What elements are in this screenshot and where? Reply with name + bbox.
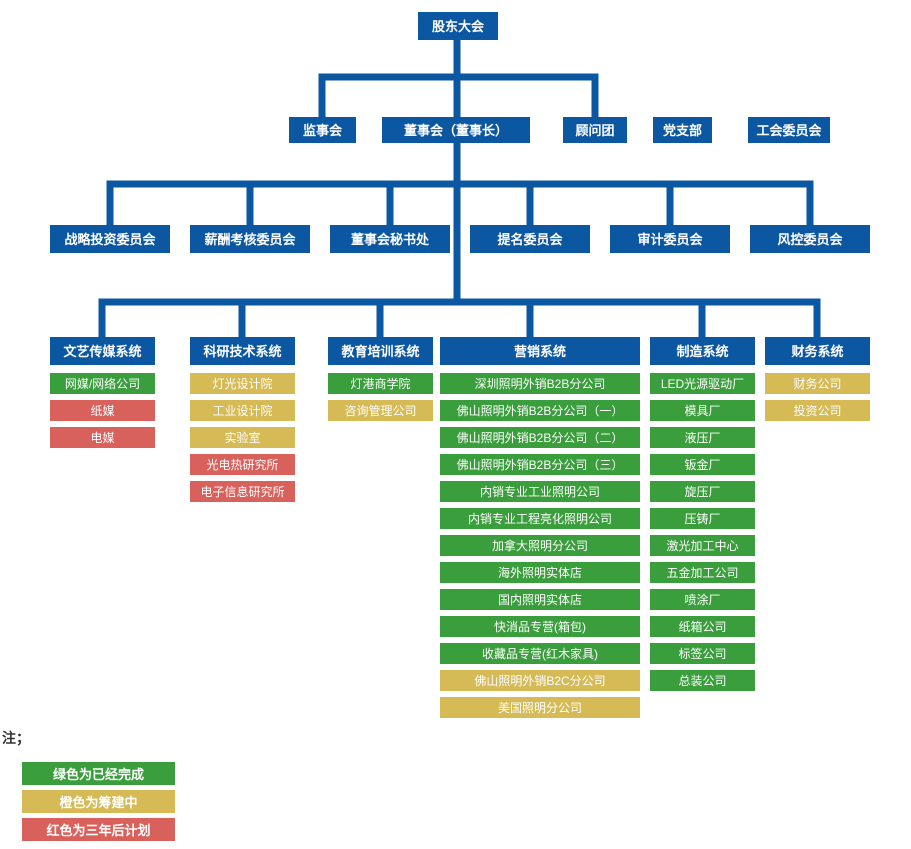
org-node: 网媒/网络公司 xyxy=(50,373,155,394)
root-node: 股东大会 xyxy=(418,12,498,40)
connector-bar-3 xyxy=(98,298,821,337)
committee-node: 风控委员会 xyxy=(750,225,870,253)
committee-node: 薪酬考核委员会 xyxy=(190,225,310,253)
legend-item-orange: 橙色为筹建中 xyxy=(22,790,175,813)
org-node: 标签公司 xyxy=(650,643,755,664)
org-node: 液压厂 xyxy=(650,427,755,448)
org-node: 佛山照明外销B2C分公司 xyxy=(440,670,640,691)
org-node: 工业设计院 xyxy=(190,400,295,421)
system-header: 文艺传媒系统 xyxy=(50,337,155,365)
org-node: 压铸厂 xyxy=(650,508,755,529)
level2-node: 工会委员会 xyxy=(748,117,830,143)
legend-item-green: 绿色为已经完成 xyxy=(22,762,175,785)
org-node: 咨询管理公司 xyxy=(328,400,433,421)
org-node: 模具厂 xyxy=(650,400,755,421)
org-node: 内销专业工程亮化照明公司 xyxy=(440,508,640,529)
org-node: 电媒 xyxy=(50,427,155,448)
committee-node: 董事会秘书处 xyxy=(330,225,450,253)
level2-node: 顾问团 xyxy=(563,117,627,143)
system-header: 营销系统 xyxy=(440,337,640,365)
connector-bar-2 xyxy=(106,180,814,225)
level2-node: 董事会（董事长） xyxy=(382,117,530,143)
org-node: 财务公司 xyxy=(765,373,870,394)
org-node: 灯光设计院 xyxy=(190,373,295,394)
org-node: 佛山照明外销B2B分公司（三） xyxy=(440,454,640,475)
org-node: 快消品专营(箱包) xyxy=(440,616,640,637)
org-node: 佛山照明外销B2B分公司（一） xyxy=(440,400,640,421)
org-node: 纸媒 xyxy=(50,400,155,421)
org-node: 五金加工公司 xyxy=(650,562,755,583)
committee-node: 提名委员会 xyxy=(470,225,590,253)
system-header: 教育培训系统 xyxy=(328,337,433,365)
legend-item-red: 红色为三年后计划 xyxy=(22,818,175,841)
org-node: LED光源驱动厂 xyxy=(650,373,755,394)
org-node: 投资公司 xyxy=(765,400,870,421)
org-node: 收藏品专营(红木家具) xyxy=(440,643,640,664)
committee-node: 审计委员会 xyxy=(610,225,730,253)
connector-bar-1 xyxy=(318,73,599,117)
org-node: 激光加工中心 xyxy=(650,535,755,556)
org-node: 喷涂厂 xyxy=(650,589,755,610)
org-node: 实验室 xyxy=(190,427,295,448)
org-node: 国内照明实体店 xyxy=(440,589,640,610)
level2-node: 党支部 xyxy=(653,117,712,143)
system-header: 制造系统 xyxy=(650,337,755,365)
system-header: 科研技术系统 xyxy=(190,337,295,365)
org-node: 总装公司 xyxy=(650,670,755,691)
level2-node: 监事会 xyxy=(289,117,356,143)
legend-title: 注； xyxy=(2,730,30,746)
org-node: 旋压厂 xyxy=(650,481,755,502)
org-node: 深圳照明外销B2B分公司 xyxy=(440,373,640,394)
org-node: 钣金厂 xyxy=(650,454,755,475)
org-node: 佛山照明外销B2B分公司（二） xyxy=(440,427,640,448)
org-node: 电子信息研究所 xyxy=(190,481,295,502)
org-node: 海外照明实体店 xyxy=(440,562,640,583)
org-node: 光电热研究所 xyxy=(190,454,295,475)
org-node: 加拿大照明分公司 xyxy=(440,535,640,556)
org-node: 内销专业工业照明公司 xyxy=(440,481,640,502)
org-node: 纸箱公司 xyxy=(650,616,755,637)
system-header: 财务系统 xyxy=(765,337,870,365)
org-node: 灯港商学院 xyxy=(328,373,433,394)
org-node: 美国照明分公司 xyxy=(440,697,640,718)
committee-node: 战略投资委员会 xyxy=(50,225,170,253)
